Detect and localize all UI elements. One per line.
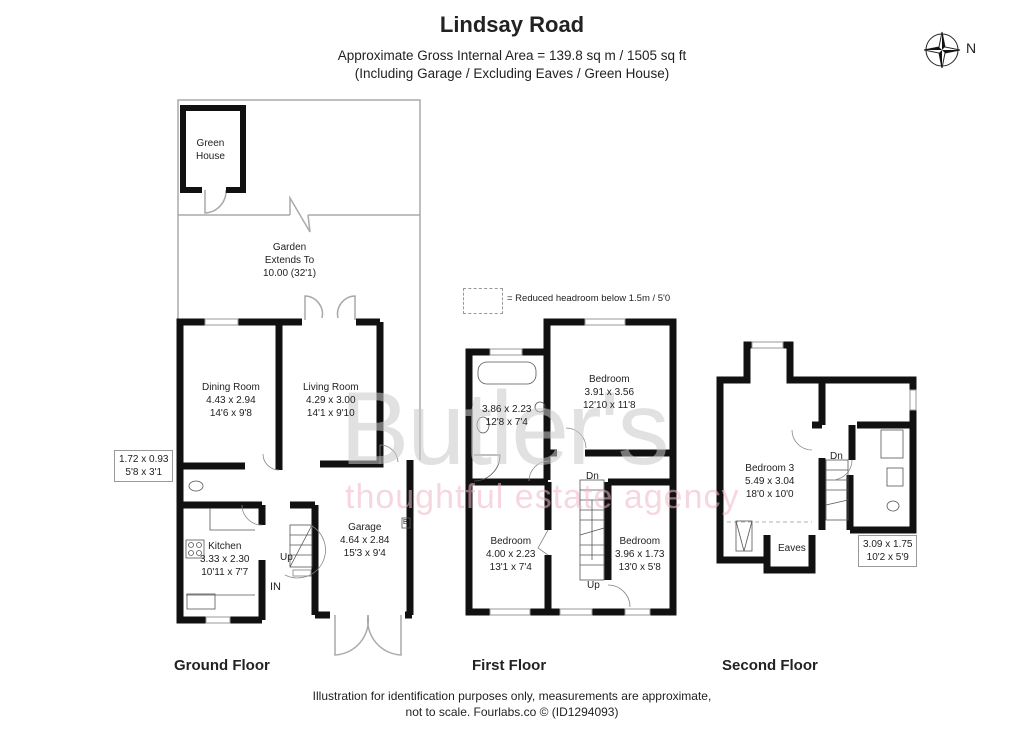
first-floor-label: First Floor — [472, 657, 547, 674]
disclaimer-line-1: Illustration for identification purposes… — [312, 689, 712, 703]
compass-rose-icon — [923, 31, 961, 69]
second-floor-label: Second Floor — [722, 657, 818, 674]
first-stairs-down-label: Dn — [586, 471, 599, 482]
reduced-headroom-legend-text: = Reduced headroom below 1.5m / 5'0 — [507, 293, 671, 304]
second-stairs-down-label: Dn — [830, 451, 843, 462]
area-inclusions: (Including Garage / Excluding Eaves / Gr… — [354, 66, 670, 81]
ground-floor-label: Ground Floor — [174, 657, 270, 674]
first-stairs-up-label: Up — [587, 580, 600, 591]
gross-area: Approximate Gross Internal Area = 139.8 … — [337, 48, 687, 63]
ground-stairs-up-label: Up — [280, 552, 293, 563]
boiler-label: B — [403, 519, 408, 526]
plan-title: Lindsay Road — [439, 12, 585, 37]
entrance-label: IN — [270, 581, 281, 593]
reduced-headroom-legend-swatch — [463, 288, 503, 314]
north-label: N — [966, 40, 977, 56]
disclaimer-line-2: not to scale. Fourlabs.co © (ID1294093) — [405, 705, 619, 719]
room-eaves: Eaves — [778, 543, 806, 554]
